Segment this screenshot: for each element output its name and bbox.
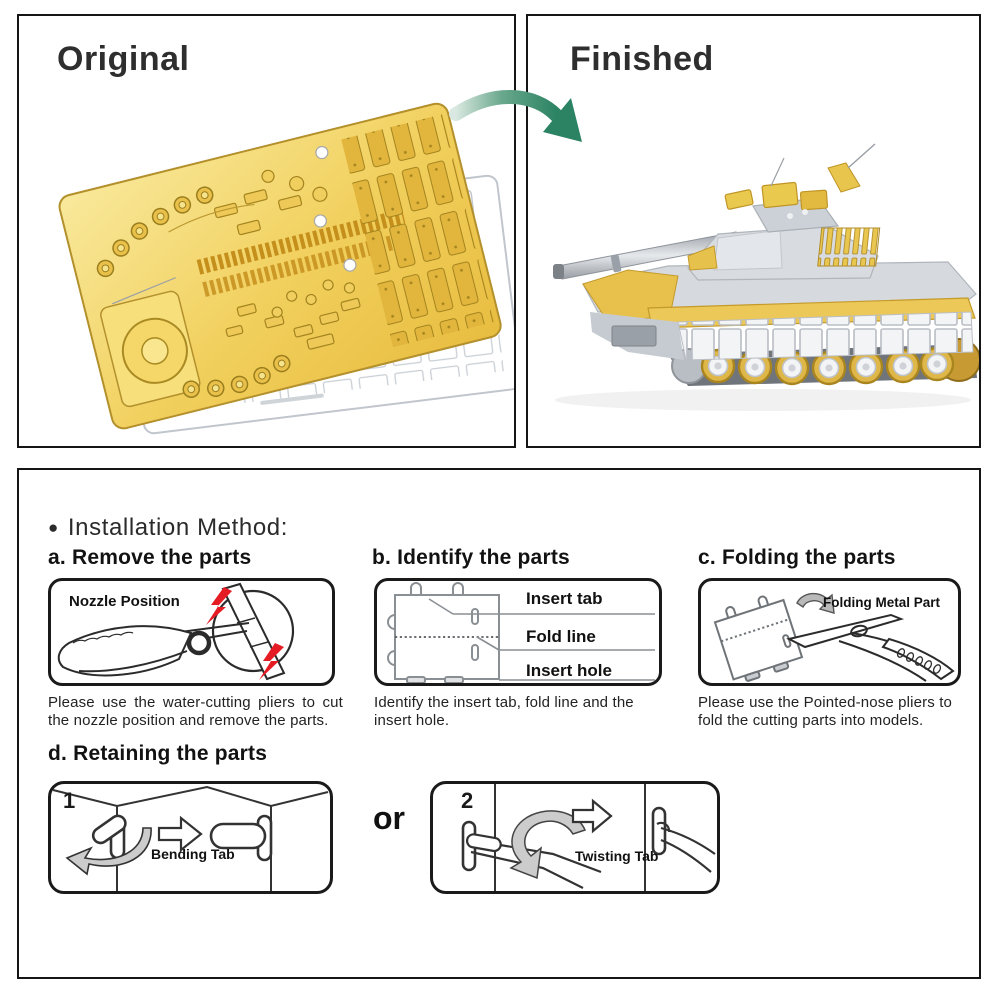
next-step-arrow-icon bbox=[571, 798, 613, 834]
turret-mast-gold bbox=[827, 162, 861, 193]
cutting-pliers-illustration bbox=[57, 582, 295, 681]
transform-arrow-icon bbox=[449, 90, 582, 142]
option1-number: 1 bbox=[63, 788, 76, 813]
hull-deck bbox=[582, 261, 977, 313]
step-b-diagram: Insert tab Fold line Insert hole bbox=[374, 578, 662, 686]
bullet-icon: ● bbox=[48, 518, 59, 537]
original-title: Original bbox=[57, 40, 190, 78]
slat-armor bbox=[817, 227, 881, 267]
bending-tab-label: Bending Tab bbox=[151, 846, 235, 862]
ground-shadow bbox=[555, 389, 971, 411]
step-b-heading: b. Identify the parts bbox=[372, 546, 570, 569]
installation-heading-text: Installation Method: bbox=[67, 514, 288, 541]
folding-pliers-illustration bbox=[713, 592, 955, 682]
gold-sheet bbox=[58, 102, 502, 430]
part-identification-illustration bbox=[386, 582, 655, 683]
step-c-caption: Please use the Pointed-nose pliers to fo… bbox=[698, 694, 953, 729]
folding-metal-part-label: Folding Metal Part bbox=[823, 595, 941, 610]
step-a-caption: Please use the water-cutting pliers to c… bbox=[48, 694, 343, 729]
cut-spark-icon bbox=[206, 587, 232, 625]
original-panel: Original bbox=[17, 14, 516, 448]
fold-direction-arrow-icon bbox=[796, 592, 835, 614]
step-c-diagram: Folding Metal Part bbox=[698, 578, 961, 686]
step-c-heading: c. Folding the parts bbox=[698, 546, 896, 569]
fold-line-label: Fold line bbox=[526, 627, 596, 646]
next-step-arrow-icon bbox=[157, 815, 203, 853]
installation-panel: ● Installation Method: a. Remove the part… bbox=[17, 468, 981, 979]
step-d-heading: d. Retaining the parts bbox=[48, 742, 268, 765]
step-d-option1-diagram: 1 Bending Tab bbox=[48, 781, 333, 894]
cut-spark-icon bbox=[259, 643, 284, 680]
insert-hole-label: Insert hole bbox=[526, 661, 612, 680]
skirt-plates bbox=[677, 311, 974, 361]
finished-panel: Finished bbox=[526, 14, 981, 448]
bending-tab-illustration bbox=[52, 785, 329, 891]
finished-tank-illustration bbox=[553, 143, 979, 411]
installation-heading: ● Installation Method: bbox=[48, 514, 288, 542]
finished-title: Finished bbox=[570, 40, 714, 78]
insert-tab-label: Insert tab bbox=[526, 589, 603, 608]
bend-direction-arrow-icon bbox=[65, 827, 152, 876]
nozzle-position-label: Nozzle Position bbox=[69, 593, 180, 610]
step-d-option2-diagram: 2 Twisting Tab bbox=[430, 781, 720, 894]
metal-sheets-illustration bbox=[58, 102, 514, 435]
step-b-caption: Identify the insert tab, fold line and t… bbox=[374, 694, 634, 729]
step-a-diagram: Nozzle Position bbox=[48, 578, 335, 686]
twist-direction-arrow-icon bbox=[509, 810, 587, 880]
step-a-heading: a. Remove the parts bbox=[48, 546, 252, 569]
or-label: or bbox=[373, 800, 405, 836]
option2-number: 2 bbox=[461, 788, 474, 813]
twisting-tab-illustration bbox=[461, 784, 716, 891]
twisting-tab-label: Twisting Tab bbox=[575, 848, 659, 864]
